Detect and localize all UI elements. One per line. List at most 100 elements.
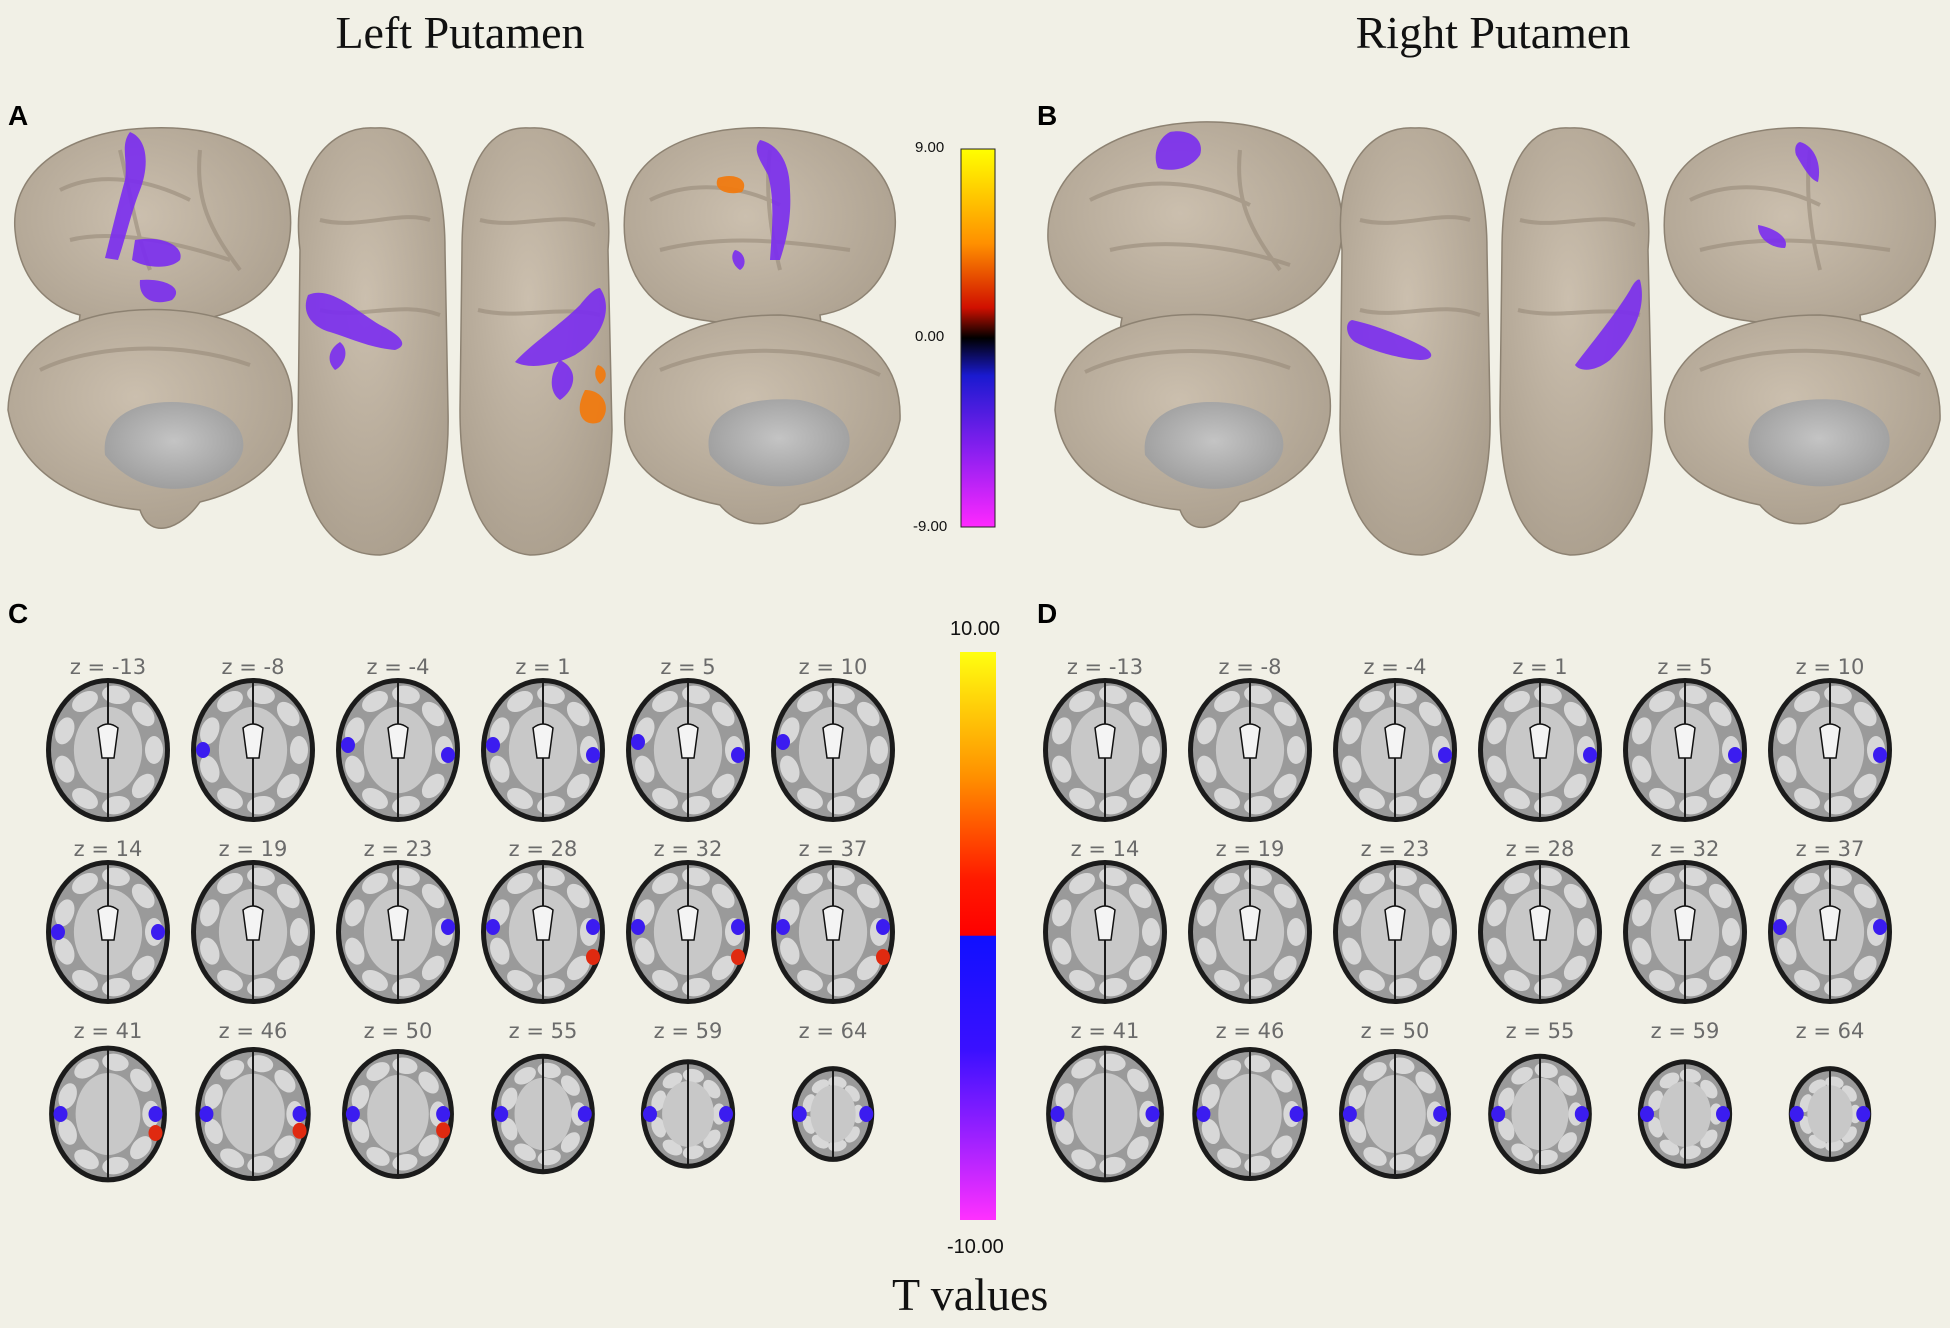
negative-cluster [1433,1106,1448,1122]
axial-slice [1043,860,1167,1004]
right-medial-hemisphere [1054,313,1332,529]
z-label: z = 10 [1795,655,1865,679]
panel-a-surfaces [0,110,910,560]
z-label: z = 64 [1795,1019,1865,1043]
negative-cluster [731,747,745,763]
panel-b-surfaces [1040,110,1950,560]
axial-slice [1333,678,1457,822]
negative-cluster [792,1106,807,1122]
slice-colorbar-max: 10.00 [950,618,1001,640]
left-right-medial-hemisphere [624,314,901,525]
panel-label-a: A [8,100,29,131]
negative-cluster [1716,1106,1730,1122]
panel-label-d: D [1037,598,1058,629]
z-label: z = 46 [218,1019,288,1043]
negative-cluster [441,919,455,935]
axial-slice [771,678,895,822]
panel-d-slices: z = -13 z = -8 z = -4 z = 1 z = 5 z = 10… [1027,655,1907,1295]
z-label: z = 1 [515,655,571,679]
axial-slice [1046,1045,1164,1183]
negative-cluster [719,1106,733,1122]
negative-cluster [586,919,600,935]
z-label: z = 19 [1215,837,1285,861]
positive-cluster [436,1122,451,1139]
right-lateral-hemisphere [1047,121,1343,352]
right-right-medial-hemisphere [1664,314,1941,525]
negative-cluster [441,747,455,763]
axial-slice [1488,1053,1592,1175]
negative-cluster [1856,1106,1871,1122]
axial-slice [481,860,605,1004]
surface-colorbar-max: 9.00 [915,139,945,156]
negative-cluster [586,747,600,763]
positive-cluster [148,1125,163,1141]
negative-cluster [292,1106,307,1122]
z-label: z = 5 [1657,655,1713,679]
surface-colorbar [960,148,996,528]
z-label: z = 59 [1650,1019,1720,1043]
z-label: z = 14 [73,837,143,861]
right-putamen-title: Right Putamen [1355,7,1631,58]
axial-slice [336,678,460,822]
axial-slice [1478,860,1602,1004]
axial-slice [771,860,895,1004]
negative-cluster [1050,1106,1065,1122]
negative-cluster [345,1106,360,1122]
negative-cluster [776,734,790,750]
negative-cluster [1583,747,1597,763]
negative-cluster [631,919,645,935]
negative-cluster [631,734,645,750]
axial-slice [1623,860,1747,1004]
negative-cluster [1728,747,1742,763]
z-label: z = 32 [653,837,723,861]
axial-slice [1788,1066,1872,1162]
z-label: z = 37 [1795,837,1865,861]
z-label: z = -8 [221,655,285,679]
slice-colorbar [960,652,996,1220]
right-right-lateral-hemisphere [1663,127,1937,350]
z-label: z = 28 [1505,837,1575,861]
axial-slice-grid-left [46,678,895,1183]
negative-cluster [199,1106,214,1122]
panel-c-slices: z = -13 z = -8 z = -4 z = 1 z = 5 z = 10… [30,655,910,1295]
t-values-label: T values [892,1269,1049,1320]
axial-slice [1192,1046,1308,1182]
z-label: z = 37 [798,837,868,861]
positive-cluster [292,1122,307,1139]
axial-slice [49,1045,167,1183]
slice-colorbar-min: -10.00 [947,1236,1004,1258]
negative-cluster [643,1106,657,1122]
axial-slice [342,1049,454,1179]
z-label: z = 55 [1505,1019,1575,1043]
negative-cluster [486,919,500,935]
negative-cluster [1342,1106,1357,1122]
z-label: z = 10 [798,655,868,679]
positive-cluster [586,949,600,965]
surface-colorbar-mid: 0.00 [915,328,945,345]
negative-cluster [196,742,210,758]
axial-slice-grid-right [1043,678,1892,1183]
negative-cluster [51,924,65,940]
panel-label-c: C [8,598,29,629]
z-label: z = 59 [653,1019,723,1043]
surface-colorbar-min: -9.00 [913,518,948,535]
axial-slice [1623,678,1747,822]
negative-cluster [859,1106,874,1122]
positive-cluster [876,949,890,965]
axial-slice [1478,678,1602,822]
negative-cluster [1196,1106,1211,1122]
z-label: z = -8 [1218,655,1282,679]
negative-cluster [876,919,890,935]
left-right-lateral-hemisphere [623,127,897,350]
axial-slice [1043,678,1167,822]
z-label: z = 23 [363,837,433,861]
axial-slice [195,1046,311,1182]
z-label: z = 50 [363,1019,433,1043]
axial-slice [46,678,170,822]
negative-cluster [1574,1106,1589,1122]
negative-cluster [1289,1106,1304,1122]
axial-slice [491,1053,595,1175]
negative-cluster [577,1106,592,1122]
negative-cluster [1789,1106,1804,1122]
z-label: z = 55 [508,1019,578,1043]
